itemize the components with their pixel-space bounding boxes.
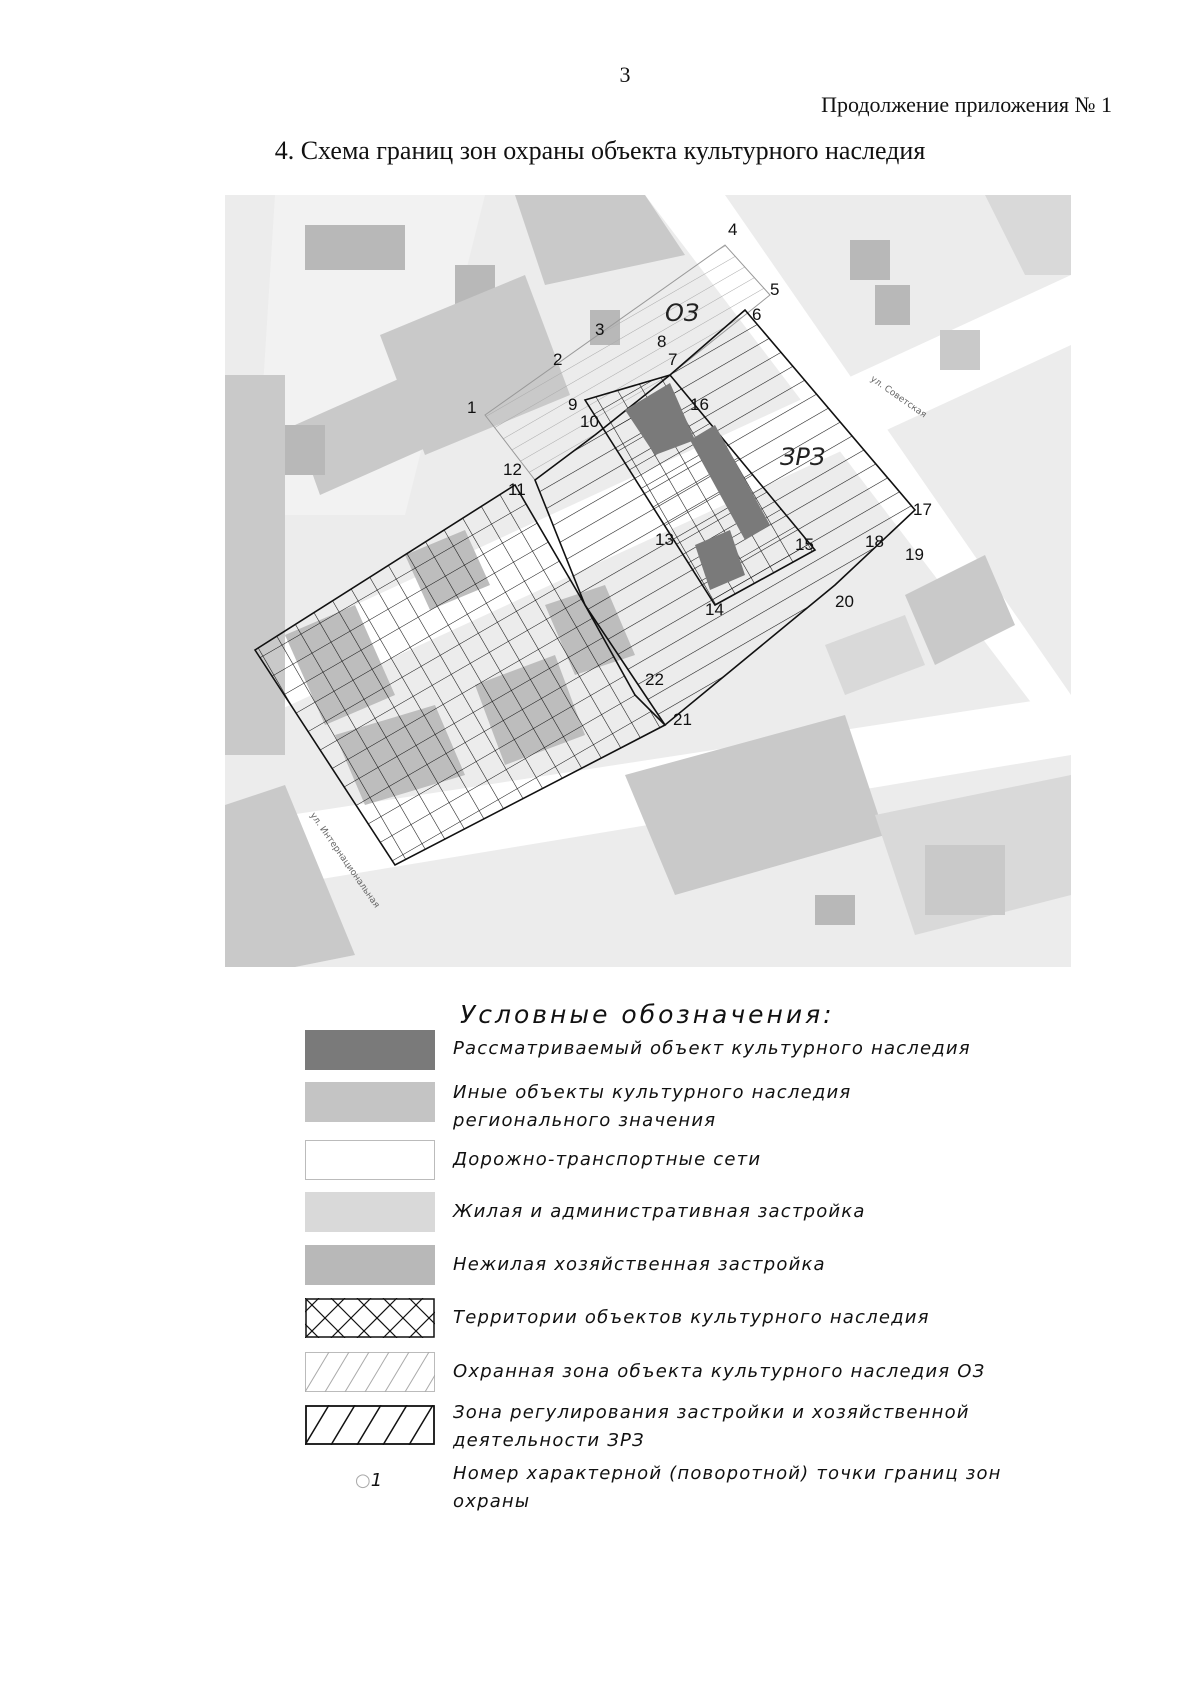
point-label: 6: [752, 305, 761, 324]
appendix-note: Продолжение приложения № 1: [821, 92, 1112, 117]
legend-label: Территории объектов культурного наследия: [453, 1307, 930, 1328]
point-label: 4: [728, 220, 737, 239]
legend-label: Дорожно-транспортные сети: [453, 1149, 762, 1170]
heritage-territory-main: [253, 483, 667, 867]
building: [985, 195, 1071, 275]
point-label: 15: [795, 535, 814, 554]
page-number: 3: [619, 62, 631, 87]
point-label: 2: [553, 350, 562, 369]
legend-swatch-residential: [305, 1192, 435, 1232]
building: [625, 715, 885, 895]
legend-label: Жилая и административная застройка: [453, 1201, 866, 1222]
boundary-points: 1 2 3 4 5 6 7 8 9 10 11 12 13 14 15 16 1…: [467, 220, 932, 729]
point-label: 12: [503, 460, 522, 479]
legend-swatch-territory: [305, 1298, 435, 1338]
building: [850, 240, 890, 280]
legend-swatch-object: [305, 1030, 435, 1070]
building: [905, 555, 1015, 665]
legend-label: Нежилая хозяйственная застройка: [453, 1254, 826, 1275]
building: [825, 615, 925, 695]
considered-object: [690, 425, 770, 540]
legend-label: Рассматриваемый объект культурного насле…: [453, 1038, 971, 1059]
legend-swatch-regional: [305, 1082, 435, 1122]
considered-object: [625, 383, 695, 455]
legend-label: Номер характерной (поворотной) точки гра…: [453, 1463, 1002, 1512]
point-label: 11: [508, 480, 526, 499]
point-label: 13: [655, 530, 674, 549]
point-label: 7: [668, 350, 677, 369]
building: [305, 225, 405, 270]
considered-object: [695, 530, 745, 590]
building: [875, 285, 910, 325]
point-label: 16: [690, 395, 709, 414]
legend-label: Зона регулирования застройки и хозяйстве…: [453, 1402, 970, 1451]
point-symbol: ○1: [355, 1470, 383, 1491]
building: [925, 845, 1005, 915]
legend-swatch-oz: [305, 1352, 435, 1392]
point-label: 3: [595, 320, 604, 339]
legend-swatch-nonresidential: [305, 1245, 435, 1285]
point-label: 14: [705, 600, 724, 619]
point-label: 18: [865, 532, 884, 551]
point-circle-icon: ○: [355, 1470, 371, 1491]
point-label: 5: [770, 280, 779, 299]
zone-label-oz: ОЗ: [665, 299, 699, 327]
legend-swatch-zrz: [305, 1405, 435, 1445]
building: [815, 895, 855, 925]
page-title: 4. Схема границ зон охраны объекта культ…: [274, 136, 926, 165]
building: [295, 345, 500, 495]
point-label: 17: [913, 500, 932, 519]
building: [285, 425, 325, 475]
point-label: 10: [580, 412, 599, 431]
point-label: 21: [673, 710, 692, 729]
building: [515, 195, 685, 285]
legend-label: Охранная зона объекта культурного наслед…: [453, 1361, 986, 1382]
legend-title: Условные обозначения:: [460, 1000, 835, 1029]
point-label: 9: [568, 395, 577, 414]
point-label: 1: [467, 398, 476, 417]
legend-label: Иные объекты культурного наследия регион…: [453, 1082, 852, 1131]
zone-label-zrz: ЗРЗ: [780, 443, 825, 471]
building: [940, 330, 980, 370]
point-label: 20: [835, 592, 854, 611]
legend-swatch-roads: [305, 1140, 435, 1180]
zone-map[interactable]: 1 2 3 4 5 6 7 8 9 10 11 12 13 14 15 16 1…: [225, 195, 1071, 967]
point-label: 19: [905, 545, 924, 564]
point-label: 22: [645, 670, 664, 689]
point-label: 8: [657, 332, 666, 351]
building: [225, 785, 355, 967]
building: [225, 375, 285, 755]
